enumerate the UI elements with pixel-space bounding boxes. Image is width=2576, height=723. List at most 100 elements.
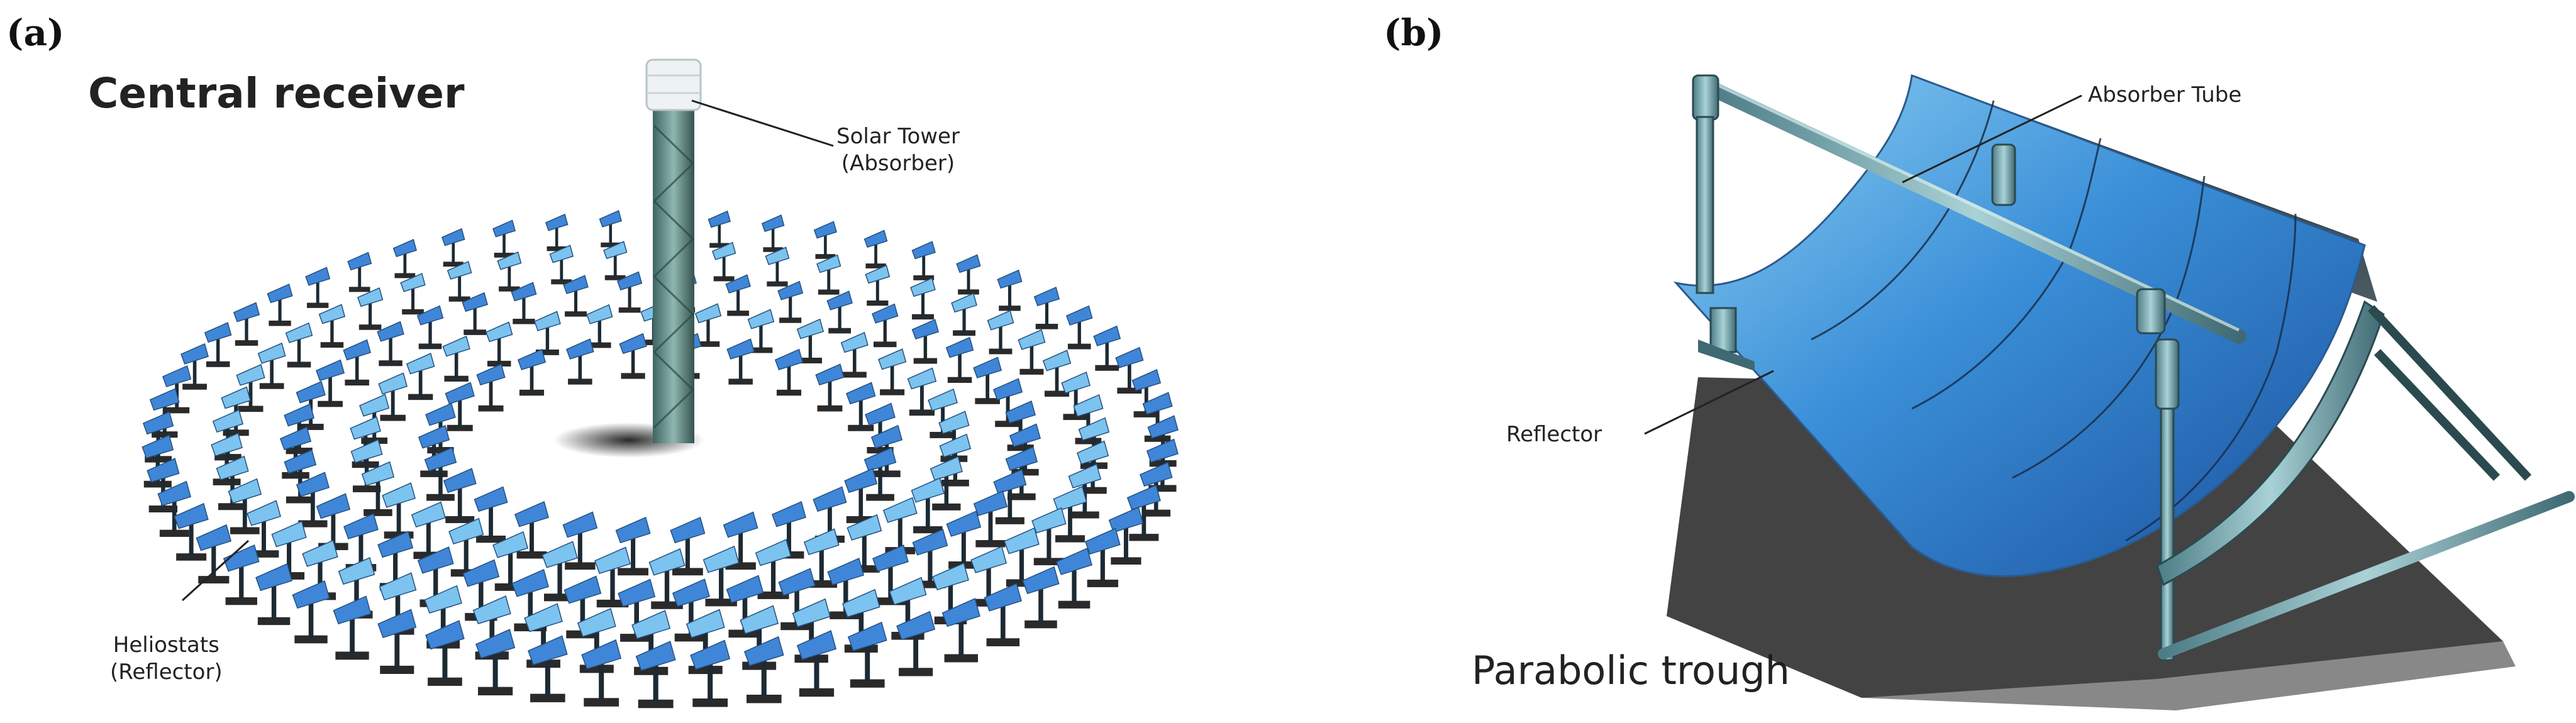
heliostat [233,302,260,346]
panel-b-title: Parabolic trough [1472,648,1790,693]
heliostat [877,348,907,395]
heliostat [956,254,981,295]
heliostat [180,343,209,390]
heliostat [863,229,888,268]
heliostat [1108,506,1144,565]
heliostat [911,319,940,364]
heliostat [316,359,345,407]
heliostat [382,482,416,539]
heliostat-field [142,209,1179,709]
heliostat [1115,346,1144,394]
heliostat [690,639,731,707]
heliostat [882,497,918,555]
heliostat [566,338,594,385]
heliostat [616,271,643,313]
heliostat [406,353,435,400]
heliostat [361,461,395,516]
panel-a-title: Central receiver [88,69,465,118]
heliostat [228,478,262,534]
heliostat [196,524,232,584]
heliostat [545,213,569,251]
heliostat [816,254,841,295]
heliostat [619,333,647,379]
heliostat [928,388,958,438]
heliostat [296,472,330,527]
heliostat [896,610,936,676]
heliostat [747,309,775,353]
heliostat [357,287,384,330]
heliostat [318,304,346,348]
heliostat [1033,286,1060,329]
mid-support [1991,143,2016,206]
heliostat [441,228,465,267]
heliostat [945,336,974,383]
heliostat [987,310,1014,355]
heliostat [147,458,180,513]
heliostat [377,609,417,674]
heliostat [511,282,537,324]
heliostats-label-line2: (Reflector) [110,659,223,685]
heliostat [476,363,506,412]
heliostat [594,546,631,608]
heliostat [424,447,457,501]
heliostat [1042,350,1072,397]
heliostat [992,378,1023,428]
heliostat [497,251,522,292]
heliostat [840,331,869,378]
heliostat [255,563,293,626]
heliostat [777,280,804,323]
heliostat [528,635,568,702]
heliostat [562,511,598,570]
heliostat [425,620,465,686]
heliostat [907,367,937,416]
heliostat [1142,392,1173,442]
heliostat [257,342,286,389]
heliostat [765,246,790,287]
heliostat [475,629,516,695]
heliostat [492,531,529,591]
heliostat [514,500,549,559]
heliostat [392,239,417,279]
heliostat [803,528,840,588]
solar-tower-label: Solar Tower (Absorber) [836,123,960,177]
heliostat [204,322,232,367]
heliostat [549,245,574,285]
heliostat [911,477,945,534]
heliostat [774,348,804,396]
heliostat [443,468,477,524]
heliostat [603,241,628,280]
heliostat [442,335,470,382]
heliostat [648,548,686,609]
heliostat [911,241,936,280]
heliostat [599,210,623,248]
heliostat [447,260,472,302]
heliostat [740,605,779,670]
heliostat [416,305,444,350]
heliostat [347,251,372,292]
heliostat [984,583,1022,646]
heliostat [844,468,878,524]
heliostat [378,372,408,421]
base-beam [2158,491,2575,660]
heliostat [725,274,751,316]
heliostat [1022,566,1060,629]
heliostat [305,267,331,308]
heliostat [872,303,899,348]
heliostat [708,210,731,248]
heliostat-callout-line [181,539,250,602]
heliostat [723,511,758,570]
reflector-label: Reflector [1506,422,1602,447]
heliostat [847,514,882,573]
heliostat [411,501,446,560]
solar-tower-label-line2: (Absorber) [841,150,955,176]
heliostat [815,363,845,412]
heliostat [743,636,784,704]
reflector-callout-line [1644,370,1774,435]
heliostat [1073,394,1104,444]
heliostat [517,348,547,396]
trough-reflector [1673,74,2366,577]
heliostat [670,516,706,576]
heliostat [586,304,613,348]
heliostat [993,468,1027,524]
panel-tag-a: (a) [6,11,65,54]
